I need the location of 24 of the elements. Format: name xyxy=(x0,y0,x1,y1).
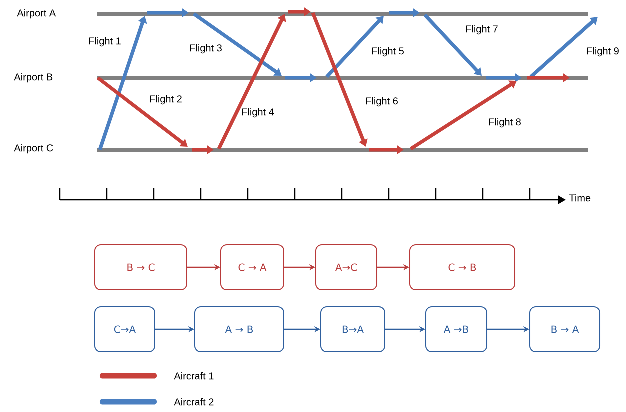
route-box: C → A xyxy=(220,244,284,290)
route-box: A→C xyxy=(316,244,378,290)
flight-label: Flight 9 xyxy=(587,47,619,57)
flight-label: Flight 5 xyxy=(372,47,404,57)
flight-label: Flight 6 xyxy=(366,97,398,107)
route-box: C → B xyxy=(410,244,516,290)
airport-label: Airport C xyxy=(14,144,54,154)
airport-label: Airport B xyxy=(14,73,53,83)
route-box: A →B xyxy=(426,306,488,352)
flight-label: Flight 8 xyxy=(489,118,521,128)
flight-label: Flight 2 xyxy=(150,95,182,105)
flight-label: Flight 7 xyxy=(466,25,498,35)
legend-label: Aircraft 2 xyxy=(174,398,214,406)
flight-label: Flight 4 xyxy=(242,108,274,118)
axis-label: Time xyxy=(569,194,591,202)
route-box: B → C xyxy=(94,244,188,290)
legend-label: Aircraft 1 xyxy=(174,372,214,380)
route-box: B → A xyxy=(530,306,600,352)
route-box: B→A xyxy=(320,306,386,352)
route-box: A → B xyxy=(194,306,284,352)
route-box: C→A xyxy=(94,306,156,352)
flight-label: Flight 3 xyxy=(190,44,222,54)
flight-label: Flight 1 xyxy=(89,37,121,47)
airport-label: Airport A xyxy=(17,9,56,19)
